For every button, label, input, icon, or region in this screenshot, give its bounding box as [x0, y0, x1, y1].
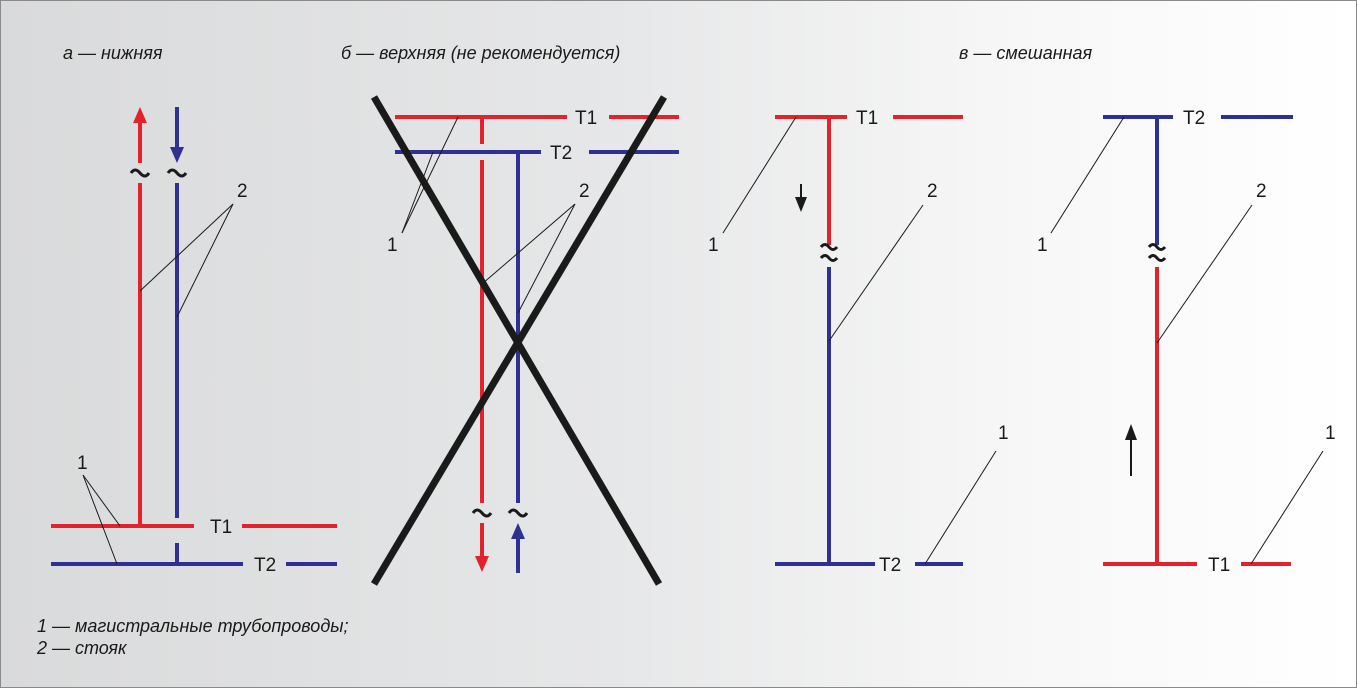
break-mark: [1147, 243, 1167, 251]
leader-line: [517, 203, 576, 314]
break-mark: [166, 168, 188, 178]
legend: 1 — магистральные трубопроводы; 2 — стоя…: [37, 615, 349, 659]
label-t1-c2: Т1: [1208, 555, 1230, 576]
leader-line: [1156, 204, 1253, 344]
arrow-up-red-a: [133, 107, 147, 123]
label-1-c1-bottom: 1: [998, 423, 1009, 444]
label-1-c2-top: 1: [1037, 235, 1048, 256]
arrow-down-blue-a: [170, 147, 184, 163]
caption-b: б — верхняя (не рекомендуется): [341, 43, 620, 63]
leader-line: [924, 450, 997, 565]
legend-item-riser: 2 — стояк: [37, 638, 127, 658]
break-mark: [1147, 254, 1167, 262]
leader-line: [828, 204, 924, 342]
label-t2-c1: Т2: [879, 555, 901, 576]
break-mark: [129, 168, 151, 178]
break-mark: [471, 508, 493, 518]
leader-line: [1250, 450, 1324, 565]
label-2-a: 2: [237, 181, 248, 202]
label-t2-a: Т2: [254, 555, 276, 576]
break-mark: [819, 254, 839, 262]
leader-line: [176, 203, 234, 318]
arrow-down-red-b: [475, 556, 489, 572]
scheme-c-bottom-supply: Т2 Т1 1 2 1: [1037, 108, 1336, 576]
label-1-b: 1: [387, 235, 398, 256]
scheme-c-top-supply: Т1 Т2 1 2 1: [708, 108, 1009, 576]
cross-out-line: [370, 95, 668, 586]
label-t1-c1: Т1: [856, 108, 878, 129]
label-t2-c2: Т2: [1183, 108, 1205, 129]
label-1-c1-top: 1: [708, 235, 719, 256]
caption-a: а — нижняя: [63, 43, 163, 63]
label-2-b: 2: [579, 181, 590, 202]
leader-line: [401, 116, 459, 234]
leader-line: [139, 203, 234, 292]
break-mark: [819, 243, 839, 251]
label-t1-b: Т1: [575, 108, 597, 129]
label-2-c1: 2: [927, 181, 938, 202]
label-t1-a: Т1: [210, 517, 232, 538]
arrow-up-blue-b: [511, 523, 525, 539]
scheme-a: Т1 Т2 2 1: [51, 107, 337, 576]
leader-line: [722, 116, 797, 234]
leader-line: [481, 203, 576, 285]
flow-arrow-down-icon: [795, 197, 807, 212]
leader-line: [82, 474, 121, 527]
leader-line: [82, 474, 118, 565]
caption-c: в — смешанная: [959, 43, 1093, 63]
scheme-b: Т1 Т2 2 1: [370, 95, 679, 586]
flow-arrow-up-icon: [1125, 424, 1137, 440]
label-t2-b: Т2: [550, 143, 572, 164]
leader-line: [1050, 116, 1125, 234]
label-1-c2-bottom: 1: [1325, 423, 1336, 444]
label-2-c2: 2: [1256, 181, 1267, 202]
legend-item-mains: 1 — магистральные трубопроводы;: [37, 616, 349, 636]
label-1-a: 1: [77, 453, 88, 474]
break-mark: [507, 508, 529, 518]
leader-line: [401, 151, 434, 234]
